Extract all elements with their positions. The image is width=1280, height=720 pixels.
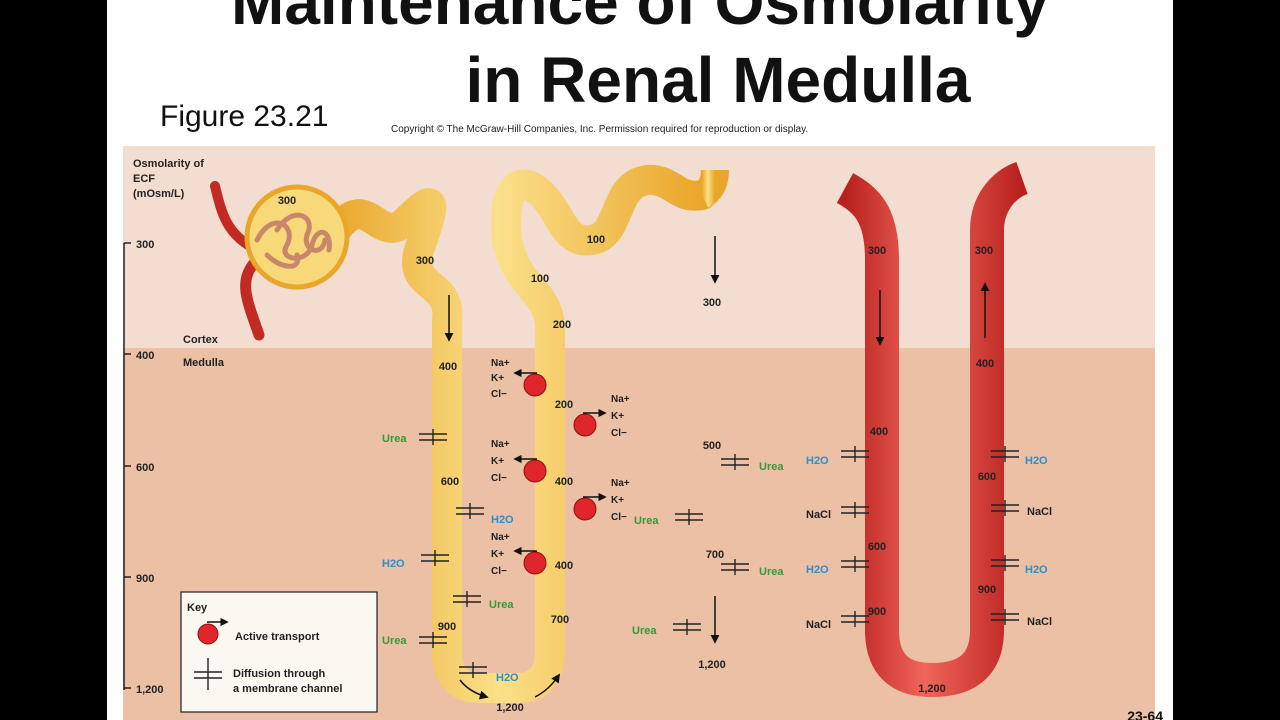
slide-title-line-2: in Renal Medulla: [465, 44, 971, 116]
svg-text:K+: K+: [491, 549, 504, 560]
flow-arrows: [444, 236, 990, 700]
slide-title-line-1: Maintenance of Osmolarity: [231, 0, 1049, 38]
vr-left-600: 600: [868, 541, 886, 553]
distal-connection: [694, 169, 729, 208]
svg-text:Na+: Na+: [491, 439, 510, 450]
active-transport-pumps: Na+ K+ Cl− Na+ K+ Cl− Na+ K+ Cl−: [491, 358, 630, 577]
vr-right-300: 300: [975, 245, 993, 257]
cd-value-500: 500: [703, 440, 721, 452]
axis-tick-900: 900: [136, 573, 154, 585]
svg-text:K+: K+: [611, 411, 624, 422]
axis-title-line-1: Osmolarity of: [133, 158, 204, 170]
h2o-label-6: H2O: [1025, 455, 1048, 467]
osmolarity-diagram: Osmolarity of ECF (mOsm/L) 300 400 600 9…: [123, 146, 1155, 720]
desc-value-600: 600: [441, 476, 459, 488]
axis-tick-600: 600: [136, 462, 154, 474]
urea-label-3: Urea: [382, 635, 407, 647]
svg-text:Cl−: Cl−: [491, 566, 507, 577]
copyright-notice: Copyright © The McGraw-Hill Companies, I…: [391, 124, 809, 135]
diffusion-channels: [419, 429, 1019, 678]
urea-label-1: Urea: [382, 433, 407, 445]
nacl-label-4: NaCl: [1027, 616, 1052, 628]
axis-tick-400: 400: [136, 350, 154, 362]
figure-label: Figure 23.21: [160, 100, 329, 133]
cd-value-1200: 1,200: [698, 659, 726, 671]
svg-text:Na+: Na+: [611, 394, 630, 405]
h2o-label-4: H2O: [806, 455, 829, 467]
glomerulus: [254, 212, 332, 269]
osmolarity-axis: Osmolarity of ECF (mOsm/L) 300 400 600 9…: [123, 158, 204, 696]
urea-label-7: Urea: [632, 625, 657, 637]
pump-1: Na+ K+ Cl−: [491, 358, 547, 400]
key-box: Key Active transport Diffusion through a…: [180, 591, 378, 713]
asc-value-100a: 100: [531, 273, 549, 285]
vr-right-900: 900: [978, 584, 996, 596]
vr-left-300: 300: [868, 245, 886, 257]
vr-right-400: 400: [976, 358, 994, 370]
medulla-label: Medulla: [183, 357, 225, 369]
asc-value-400b: 400: [555, 560, 573, 572]
h2o-label-3: H2O: [496, 672, 519, 684]
svg-text:Cl−: Cl−: [491, 473, 507, 484]
svg-text:Cl−: Cl−: [611, 428, 627, 439]
glomerulus-value: 300: [278, 195, 296, 207]
efferent-arteriole: [240, 254, 265, 341]
svg-text:Cl−: Cl−: [491, 389, 507, 400]
desc-value-400: 400: [439, 361, 457, 373]
vasa-recta-values: 300 400 600 900 1,200 300 400 600 900: [868, 245, 996, 695]
axis-title-line-3: (mOsm/L): [133, 188, 185, 200]
urea-label-2: Urea: [489, 599, 514, 611]
urea-label-6: Urea: [759, 566, 784, 578]
slide: Maintenance of Osmolarity in Renal Medul…: [107, 0, 1173, 720]
asc-value-200a: 200: [553, 319, 571, 331]
vr-left-400: 400: [870, 426, 888, 438]
svg-text:K+: K+: [491, 373, 504, 384]
nacl-label-2: NaCl: [806, 619, 831, 631]
nephron-values: 300 400 600 900 1,200 700 400 400 200 20…: [416, 234, 726, 714]
pct-value-300: 300: [416, 255, 434, 267]
nacl-label-1: NaCl: [806, 509, 831, 521]
vasa-recta: [836, 161, 1029, 698]
cd-value-700: 700: [706, 549, 724, 561]
urea-label-4: Urea: [759, 461, 784, 473]
h2o-label-5: H2O: [806, 564, 829, 576]
svg-text:K+: K+: [491, 456, 504, 467]
pump-2: Na+ K+ Cl−: [573, 394, 630, 439]
asc-value-400a: 400: [555, 476, 573, 488]
h2o-label-2: H2O: [382, 558, 405, 570]
vr-right-600: 600: [978, 471, 996, 483]
substance-labels: Urea H2O H2O Urea Urea H2O Urea Urea Ure…: [382, 433, 1052, 684]
urea-label-5: Urea: [634, 515, 659, 527]
slide-number: 23-64: [1127, 708, 1163, 720]
key-title: Key: [187, 602, 208, 614]
pump-4: Na+ K+ Cl−: [573, 478, 630, 523]
nephron-tubule: [316, 164, 717, 703]
svg-text:Na+: Na+: [491, 532, 510, 543]
cortex-label: Cortex: [183, 334, 219, 346]
h2o-label-7: H2O: [1025, 564, 1048, 576]
vr-left-900: 900: [868, 606, 886, 618]
svg-text:Na+: Na+: [491, 358, 510, 369]
asc-value-200b: 200: [555, 399, 573, 411]
axis-tick-300: 300: [136, 239, 154, 251]
key-diffusion-line-2: a membrane channel: [233, 683, 342, 695]
loop-bottom-1200: 1,200: [496, 702, 524, 714]
vr-bottom-1200: 1,200: [918, 683, 946, 695]
nacl-label-3: NaCl: [1027, 506, 1052, 518]
dct-value-100: 100: [587, 234, 605, 246]
svg-text:Na+: Na+: [611, 478, 630, 489]
axis-tick-1200: 1,200: [136, 684, 164, 696]
cd-value-300: 300: [703, 297, 721, 309]
key-diffusion-line-1: Diffusion through: [233, 668, 326, 680]
asc-value-700: 700: [551, 614, 569, 626]
svg-text:Cl−: Cl−: [611, 512, 627, 523]
pump-5: Na+ K+ Cl−: [491, 532, 547, 577]
axis-title-line-2: ECF: [133, 173, 155, 185]
key-active-transport: Active transport: [235, 631, 320, 643]
bowmans-capsule: [244, 184, 350, 290]
desc-value-900: 900: [438, 621, 456, 633]
pump-3: Na+ K+ Cl−: [491, 439, 547, 484]
h2o-label-1: H2O: [491, 514, 514, 526]
svg-text:K+: K+: [611, 495, 624, 506]
